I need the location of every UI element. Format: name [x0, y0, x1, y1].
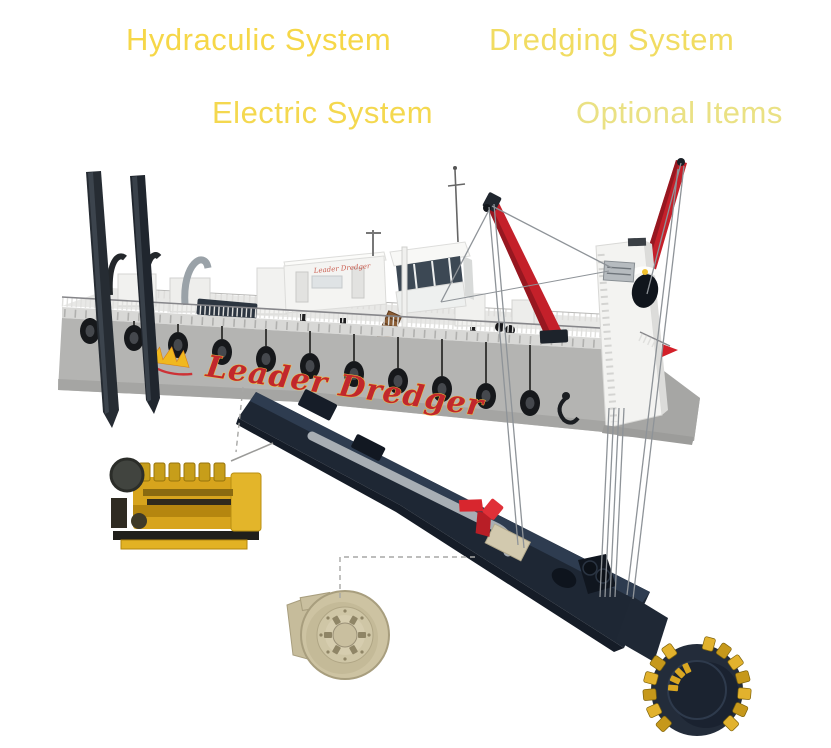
ladder-drum [551, 568, 577, 588]
pilothouse [395, 281, 467, 315]
sheave-opening [631, 274, 659, 308]
anchor-hook [557, 392, 580, 425]
pipe-mount-block [484, 523, 532, 562]
label-hydraulic-system: Hydraculic System [126, 22, 392, 57]
antenna-mast [454, 169, 459, 243]
gantry-tower [595, 237, 668, 429]
spud-poles [86, 171, 160, 428]
cutter-teeth [642, 636, 752, 732]
red-flag [662, 344, 678, 357]
label-electric-system: Electric System [212, 95, 434, 130]
cutter-head [616, 596, 752, 736]
bow-deck-edge [602, 331, 694, 445]
tower-panel-box [602, 260, 636, 283]
leader-lines [235, 386, 477, 598]
pilothouse-roof [389, 241, 471, 267]
tire-fenders [80, 318, 540, 416]
crane-boom-aft [482, 192, 569, 344]
engine-image [109, 442, 274, 550]
rigging-cables [440, 162, 685, 600]
label-optional-items: Optional Items [576, 95, 783, 130]
label-dredging-system: Dredging System [489, 22, 735, 57]
cutter-hub-stripes [667, 662, 692, 692]
engine-air-cleaner [109, 457, 145, 493]
crane-foot [539, 329, 569, 344]
cutter-ladder [236, 389, 650, 652]
discharge-pipe-aft [181, 256, 212, 306]
tower-logo-mark [642, 269, 648, 275]
leader-line-pump [339, 556, 477, 598]
leader-line-engine [235, 386, 244, 453]
bulwark-and-railing [61, 296, 635, 351]
pump-image [286, 590, 390, 680]
tower-ladder-rungs [597, 253, 618, 423]
ladder-clamp-red [458, 498, 504, 537]
